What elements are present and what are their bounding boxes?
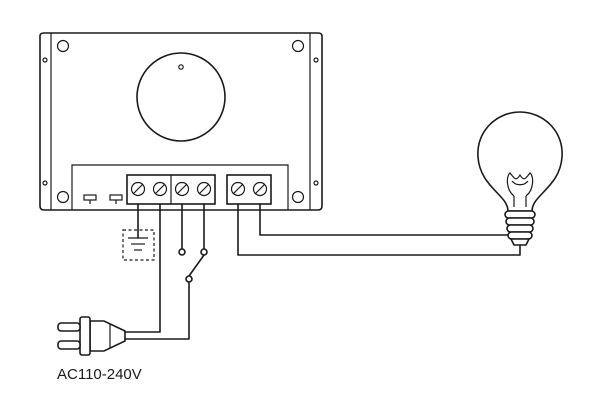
- ac-plug-icon: [57, 316, 126, 356]
- rotary-knob[interactable]: [136, 52, 226, 142]
- mounting-hole-bottom-right: [291, 190, 305, 204]
- inline-switch: [178, 203, 208, 283]
- light-bulb-icon: [477, 111, 563, 246]
- mounting-hole-bottom-left: [56, 190, 70, 204]
- knob-indicator: [178, 64, 184, 70]
- indicator-pads: [83, 194, 123, 204]
- terminal-screw-5: [230, 181, 246, 197]
- power-input-label: AC110-240V: [57, 366, 142, 383]
- mounting-hole-top-left: [56, 39, 70, 53]
- ground-symbol: [122, 203, 155, 261]
- terminal-screw-4: [196, 181, 212, 197]
- terminal-screw-3: [174, 181, 190, 197]
- terminal-screw-1: [130, 181, 146, 197]
- mounting-hole-top-right: [291, 39, 305, 53]
- terminal-screw-2: [152, 181, 168, 197]
- terminal-screw-6: [252, 181, 268, 197]
- wires: [124, 203, 521, 340]
- screw-terminal-block: [126, 174, 272, 205]
